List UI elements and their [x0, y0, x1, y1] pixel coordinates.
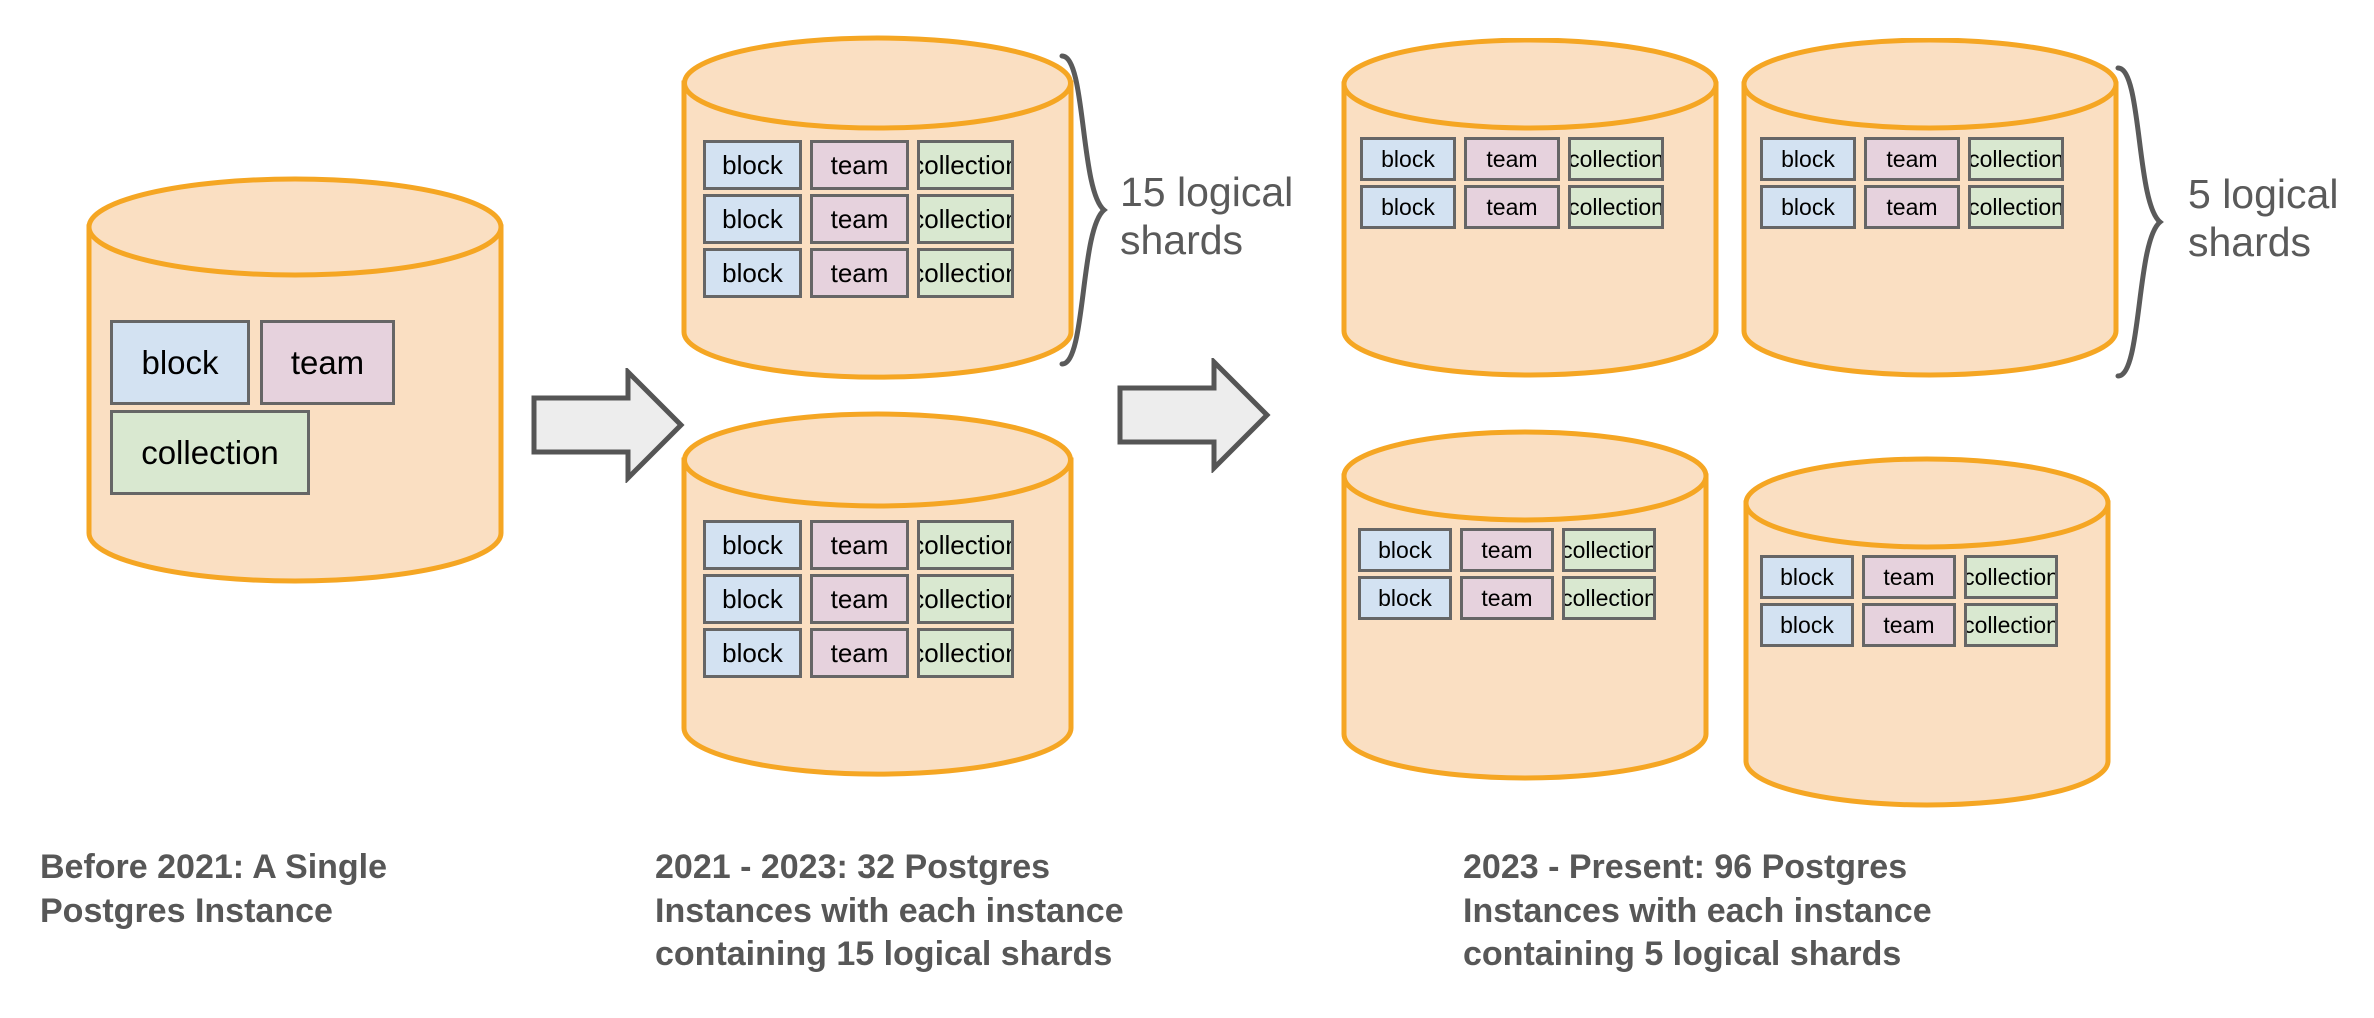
shard-block[interactable]: block — [1760, 185, 1856, 229]
shard-team[interactable]: team — [810, 140, 909, 190]
curly-brace-icon — [2115, 65, 2164, 379]
shard-collection[interactable]: collection — [1968, 185, 2064, 229]
cylinder-instance-bottom-left: block team collection block team collect… — [1340, 428, 1710, 783]
shard-block[interactable]: block — [1760, 603, 1854, 647]
shard-collection[interactable]: collection — [1968, 137, 2064, 181]
shard-collection[interactable]: collection — [917, 520, 1014, 570]
shard-row: block team collection — [1760, 603, 2094, 647]
shard-block[interactable]: block — [1360, 137, 1456, 181]
shard-block[interactable]: block — [703, 140, 802, 190]
shard-row: block team collection — [703, 520, 1053, 570]
shard-collection[interactable]: collection — [1568, 137, 1664, 181]
shard-row: block team collection — [1760, 555, 2094, 599]
brace-15-shards — [1052, 50, 1122, 370]
shard-block[interactable]: block — [703, 520, 802, 570]
shard-collection[interactable]: collection — [1964, 603, 2058, 647]
cylinder-instance-top: block team collection block team collect… — [680, 35, 1075, 380]
shard-collection[interactable]: collection — [917, 248, 1014, 298]
shard-row: block team collection — [703, 140, 1053, 190]
shard-block[interactable]: block — [703, 194, 802, 244]
shard-team[interactable]: team — [810, 248, 909, 298]
shard-block[interactable]: block — [703, 574, 802, 624]
shard-team[interactable]: team — [1864, 137, 1960, 181]
shard-collection[interactable]: collection — [917, 140, 1014, 190]
cylinder-instance-top-right: block team collection block team collect… — [1740, 38, 2120, 378]
shard-grid: block team collection block team collect… — [703, 140, 1053, 298]
shard-collection[interactable]: collection — [1562, 528, 1656, 572]
shard-team[interactable]: team — [810, 520, 909, 570]
shard-collection[interactable]: collection — [917, 194, 1014, 244]
shard-grid: block team collection block team collect… — [1358, 528, 1692, 620]
arrow-right-icon — [1117, 355, 1271, 475]
shard-grid: block team collection block team collect… — [1760, 555, 2094, 647]
shard-row: block team — [110, 320, 480, 405]
shard-team[interactable]: team — [1864, 185, 1960, 229]
shard-block[interactable]: block — [1358, 576, 1452, 620]
arrow-1 — [530, 365, 685, 485]
cylinder-instance-1: block team collection — [85, 175, 505, 585]
shard-row: block team collection — [703, 194, 1053, 244]
shard-collection[interactable]: collection — [917, 574, 1014, 624]
shard-team[interactable]: team — [1862, 603, 1956, 647]
shard-row: block team collection — [703, 628, 1053, 678]
shard-row: block team collection — [703, 574, 1053, 624]
shard-block[interactable]: block — [703, 628, 802, 678]
shard-collection[interactable]: collection — [917, 628, 1014, 678]
shard-row: collection — [110, 410, 480, 495]
brace-5-shards — [2108, 62, 2178, 382]
caption-stage-2021-2023: 2021 - 2023: 32 Postgres Instances with … — [655, 848, 1124, 974]
shard-block[interactable]: block — [703, 248, 802, 298]
shard-team[interactable]: team — [810, 194, 909, 244]
shard-row: block team collection — [1360, 137, 1700, 181]
shard-block[interactable]: block — [1760, 555, 1854, 599]
arrow-2 — [1116, 355, 1271, 475]
shard-block[interactable]: block — [1358, 528, 1452, 572]
brace-label-5-shards: 5 logical shards — [2188, 171, 2339, 266]
shard-team[interactable]: team — [1464, 137, 1560, 181]
shard-collection[interactable]: collection — [1562, 576, 1656, 620]
shard-row: block team collection — [1358, 528, 1692, 572]
shard-row: block team collection — [1360, 185, 1700, 229]
curly-brace-icon — [1059, 53, 1108, 367]
shard-team[interactable]: team — [260, 320, 395, 405]
shard-grid: block team collection block team collect… — [1760, 137, 2100, 229]
shard-collection[interactable]: collection — [110, 410, 310, 495]
shard-row: block team collection — [703, 248, 1053, 298]
shard-collection[interactable]: collection — [1964, 555, 2058, 599]
caption-stage-2023-present: 2023 - Present: 96 Postgres Instances wi… — [1463, 848, 1932, 974]
shard-row: block team collection — [1760, 137, 2100, 181]
shard-team[interactable]: team — [1464, 185, 1560, 229]
shard-row: block team collection — [1760, 185, 2100, 229]
shard-team[interactable]: team — [1862, 555, 1956, 599]
arrow-right-icon — [531, 365, 685, 485]
shard-team[interactable]: team — [810, 628, 909, 678]
shard-grid: block team collection block team collect… — [703, 520, 1053, 678]
shard-block[interactable]: block — [110, 320, 250, 405]
shard-team[interactable]: team — [1460, 576, 1554, 620]
shard-row: block team collection — [1358, 576, 1692, 620]
shard-block[interactable]: block — [1360, 185, 1456, 229]
caption-stage-before-2021: Before 2021: A Single Postgres Instance — [40, 848, 388, 930]
cylinder-instance-bottom: block team collection block team collect… — [680, 410, 1075, 778]
shard-grid: block team collection block team collect… — [1360, 137, 1700, 229]
cylinder-instance-top-left: block team collection block team collect… — [1340, 38, 1720, 378]
shard-collection[interactable]: collection — [1568, 185, 1664, 229]
cylinder-instance-bottom-right: block team collection block team collect… — [1742, 455, 2112, 810]
shard-team[interactable]: team — [810, 574, 909, 624]
shard-team[interactable]: team — [1460, 528, 1554, 572]
shard-block[interactable]: block — [1760, 137, 1856, 181]
brace-label-15-shards: 15 logical shards — [1120, 169, 1294, 264]
shard-grid: block team collection — [110, 320, 480, 495]
